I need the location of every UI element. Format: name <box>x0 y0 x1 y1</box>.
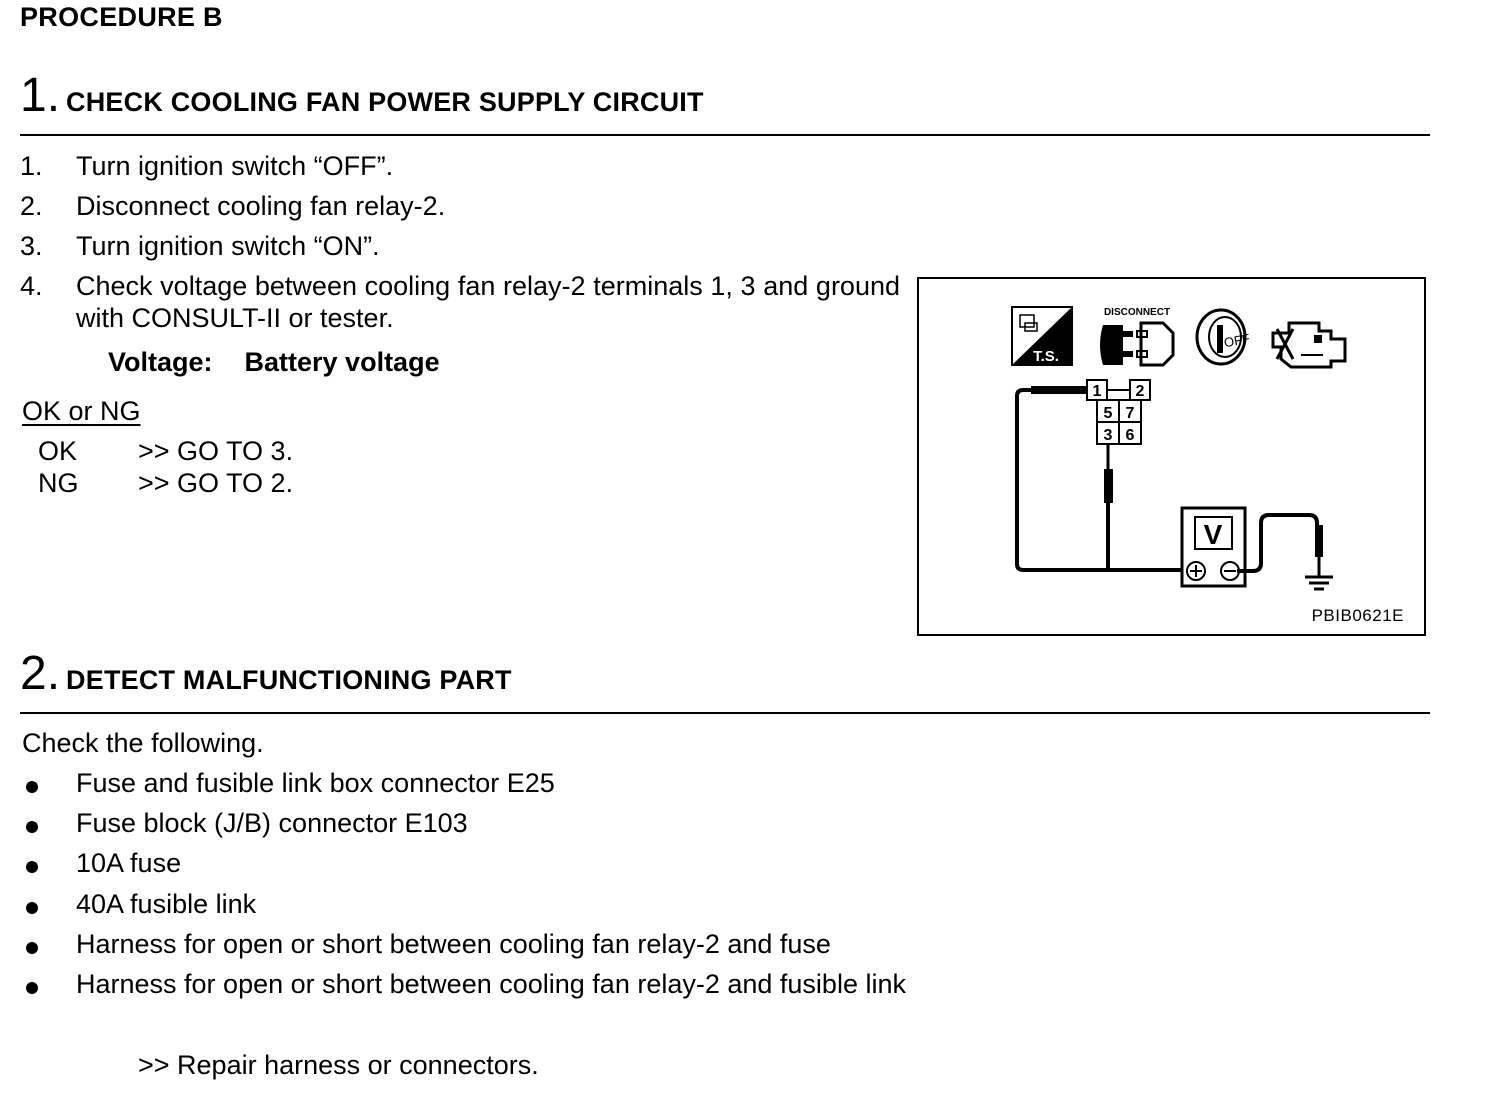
instruction-number: 4. <box>20 271 43 301</box>
voltmeter: V <box>1180 506 1333 591</box>
check-item-text: Fuse and fusible link box connector E25 <box>76 768 555 798</box>
instruction-text: Disconnect cooling fan relay-2. <box>76 191 446 221</box>
instruction-number: 3. <box>20 231 43 261</box>
voltage-spec-value: Battery voltage <box>244 347 440 377</box>
step-1-divider <box>20 134 1430 136</box>
ts-icon-label: T.S. <box>1033 348 1059 365</box>
figure-code: PBIB0621E <box>1311 606 1404 625</box>
check-item-text: Harness for open or short between coolin… <box>76 969 906 999</box>
step-2-result: >> Repair harness or connectors. <box>138 1050 539 1080</box>
ignition-off-label: OFF <box>1223 331 1251 350</box>
check-item-text: 10A fuse <box>76 848 182 878</box>
procedure-title: PROCEDURE B <box>20 2 223 32</box>
voltage-spec-label: Voltage: <box>108 347 213 377</box>
voltmeter-label: V <box>1204 519 1223 550</box>
disconnect-icon-label: DISCONNECT <box>1104 307 1170 318</box>
check-item-text: Harness for open or short between coolin… <box>76 929 831 959</box>
bullet-icon <box>26 861 38 873</box>
result-row-ng: NG >> GO TO 2. <box>38 468 438 500</box>
ok-or-ng-label: OK or NG <box>22 396 141 426</box>
check-item-text: Fuse block (J/B) connector E103 <box>76 808 468 838</box>
terminal-label: 3 <box>1104 427 1113 444</box>
voltage-spec: Voltage: Battery voltage <box>108 347 440 378</box>
result-key: NG <box>38 468 79 498</box>
bullet-icon <box>26 942 38 954</box>
instruction-number: 2. <box>20 191 43 221</box>
engine-off-icon <box>1271 321 1347 369</box>
step-1-number: 1. <box>20 69 61 122</box>
bullet-icon <box>26 781 38 793</box>
step-2-divider <box>20 712 1430 714</box>
wiring-figure: T.S. DISCONNECT OFF <box>917 277 1426 636</box>
step-2-title: DETECT MALFUNCTIONING PART <box>66 665 512 695</box>
probe-leads <box>1015 386 1191 572</box>
terminal-label: 1 <box>1093 383 1102 400</box>
instruction-text: Turn ignition switch “OFF”. <box>76 151 394 181</box>
step-2-header: 2.DETECT MALFUNCTIONING PART <box>20 646 512 701</box>
instruction-number: 1. <box>20 151 43 181</box>
result-action: >> GO TO 2. <box>138 468 294 498</box>
terminal-label: 7 <box>1126 405 1135 422</box>
terminal-label: 2 <box>1136 383 1145 400</box>
terminal-label: 6 <box>1126 427 1135 444</box>
instruction-text: Turn ignition switch “ON”. <box>76 231 380 261</box>
instruction-text: Check voltage between cooling fan relay-… <box>76 271 900 333</box>
terminal-label: 5 <box>1104 405 1113 422</box>
step-2-number: 2. <box>20 647 61 700</box>
check-item-text: 40A fusible link <box>76 889 257 919</box>
bullet-icon <box>26 982 38 994</box>
result-action: >> GO TO 3. <box>138 436 294 466</box>
ignition-off-icon: OFF <box>1195 308 1251 366</box>
result-key: OK <box>38 436 78 466</box>
wiring-diagram: T.S. DISCONNECT OFF <box>1011 306 1347 591</box>
disconnect-icon: DISCONNECT <box>1100 307 1175 367</box>
ts-icon: T.S. <box>1011 306 1073 366</box>
relay-connector: 1 2 5 7 3 6 <box>1086 379 1151 445</box>
bullet-icon <box>26 902 38 914</box>
step-1-title: CHECK COOLING FAN POWER SUPPLY CIRCUIT <box>66 87 704 117</box>
bullet-icon <box>26 821 38 833</box>
step-1-header: 1.CHECK COOLING FAN POWER SUPPLY CIRCUIT <box>20 68 704 123</box>
result-row-ok: OK >> GO TO 3. <box>38 436 438 468</box>
step-2-intro: Check the following. <box>22 728 264 758</box>
